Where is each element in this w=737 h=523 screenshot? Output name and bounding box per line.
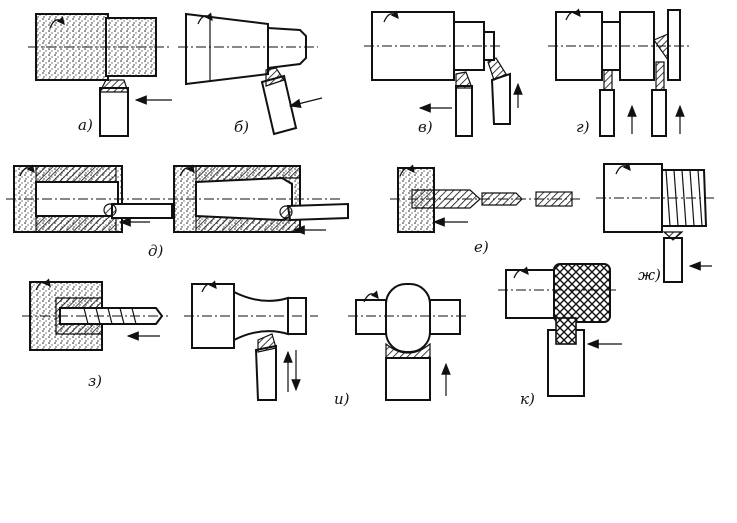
rotation-arrow-icon bbox=[201, 280, 217, 293]
label-b: б) bbox=[234, 118, 249, 136]
tool-tip bbox=[655, 61, 665, 91]
parting-tool bbox=[651, 89, 667, 137]
rotation-arrow-icon bbox=[19, 164, 35, 177]
rotation-arrow-icon bbox=[49, 16, 65, 29]
workpiece bbox=[505, 269, 555, 319]
form-tool bbox=[254, 344, 277, 401]
ball-section bbox=[385, 283, 431, 353]
panel-zh-threading: ж) bbox=[596, 162, 714, 284]
rotation-arrow-icon bbox=[399, 164, 415, 177]
label-e: е) bbox=[474, 238, 489, 256]
workpiece-left bbox=[355, 299, 387, 335]
label-z: з) bbox=[88, 372, 102, 390]
tool-tip bbox=[103, 203, 117, 217]
panel-i-form-turning: и) bbox=[184, 280, 350, 408]
tool-tip bbox=[279, 205, 293, 219]
label-i: и) bbox=[334, 390, 350, 408]
knurled-section bbox=[553, 263, 611, 323]
workpiece-part-off bbox=[667, 9, 681, 81]
tool-tip bbox=[257, 333, 277, 353]
rotation-arrow-icon bbox=[615, 162, 631, 175]
knurling-wheel bbox=[555, 317, 577, 345]
label-g: г) bbox=[576, 118, 590, 136]
panel-i-radius-turning bbox=[348, 283, 468, 401]
feed-arrow-icon bbox=[288, 97, 323, 109]
panel-d-boring: д) bbox=[6, 164, 349, 260]
label-zh: ж) bbox=[638, 266, 661, 284]
label-d: д) bbox=[148, 242, 164, 260]
wall-bottom bbox=[35, 215, 117, 233]
workpiece-end bbox=[267, 26, 307, 70]
workpiece-right bbox=[429, 299, 461, 335]
cutting-tool-left bbox=[455, 85, 473, 137]
boring-bar bbox=[111, 203, 173, 219]
cutting-tool-right bbox=[490, 72, 511, 125]
rotation-arrow-icon bbox=[383, 10, 399, 23]
rotation-arrow-icon bbox=[179, 164, 195, 177]
thread-tool bbox=[663, 237, 683, 283]
panel-z-tapping: з) bbox=[22, 278, 168, 390]
tool-tip bbox=[603, 69, 613, 91]
rotation-arrow-icon bbox=[565, 8, 581, 21]
panel-b-taper: б) bbox=[178, 12, 323, 136]
panel-a-facing: а) bbox=[28, 13, 172, 137]
panel-k-knurling: к) bbox=[498, 263, 622, 408]
tool-tip bbox=[662, 231, 684, 241]
tool-tip bbox=[385, 342, 431, 359]
rotation-arrow-icon bbox=[513, 266, 529, 279]
reamer bbox=[535, 191, 573, 207]
drill-2 bbox=[481, 192, 523, 206]
cutting-tool bbox=[99, 87, 129, 137]
panel-g-grooving: г) bbox=[548, 8, 690, 137]
tool-tip bbox=[487, 57, 507, 81]
label-v: в) bbox=[418, 118, 433, 136]
tool-tip bbox=[265, 67, 285, 87]
workpiece-taper bbox=[185, 12, 269, 86]
tool-tip bbox=[99, 79, 129, 93]
cut-zone bbox=[653, 33, 669, 62]
wall-top bbox=[195, 165, 301, 183]
panel-v-shoulder: в) bbox=[364, 10, 523, 137]
panel-e-drilling: е) bbox=[390, 164, 582, 256]
label-k: к) bbox=[520, 390, 535, 408]
boring-bar bbox=[286, 202, 349, 222]
wall-top bbox=[35, 165, 117, 183]
grooving-tool bbox=[599, 89, 615, 137]
rotation-arrow-icon bbox=[197, 12, 213, 25]
rotation-arrow-icon bbox=[363, 290, 379, 303]
radius-tool bbox=[385, 357, 431, 401]
label-a: а) bbox=[78, 116, 93, 134]
rotation-arrow-icon bbox=[35, 278, 51, 291]
tool-tip bbox=[455, 71, 473, 89]
